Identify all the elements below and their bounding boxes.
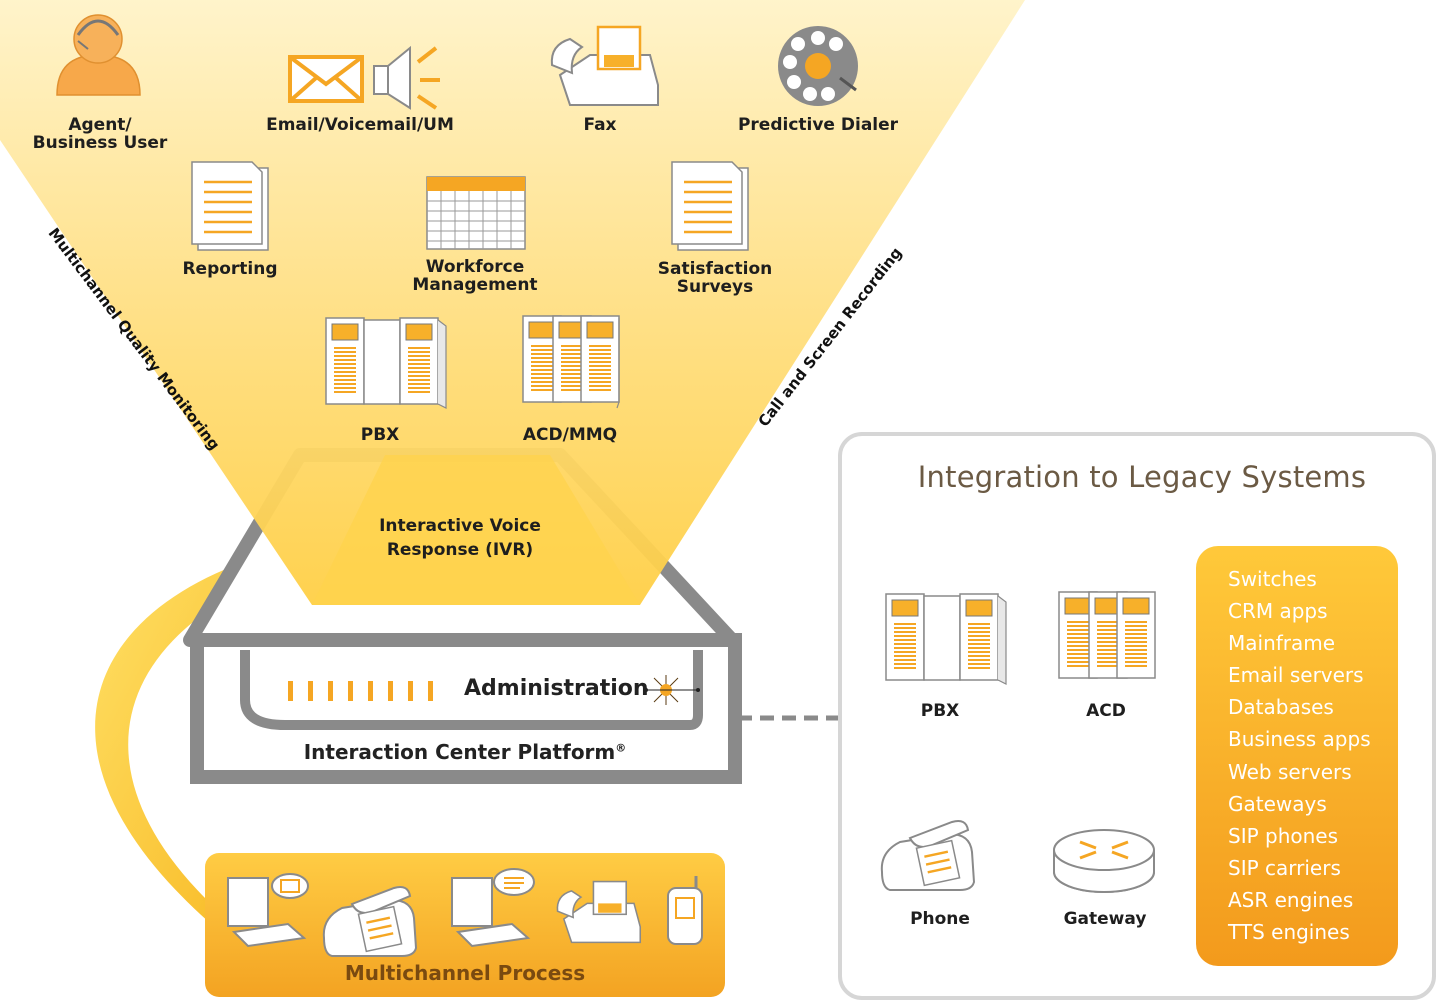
admin-label: Administration [464,676,649,701]
fax-icon [550,25,659,106]
legacy-systems-list: Switches CRM apps Mainframe Email server… [1228,563,1371,948]
list-item: SIP carriers [1228,855,1341,880]
pbx-server-icon [325,317,447,409]
fax-icon-mc [556,880,642,944]
ivr-shape [312,455,640,605]
pbx-label: PBX [360,425,400,445]
list-item: Databases [1228,695,1334,720]
multichannel-label: Multichannel Process [344,961,586,985]
legacy-gateway-icon [1053,829,1155,893]
registered-mark: ® [615,741,627,755]
list-item: Mainframe [1228,631,1336,656]
list-item: Email servers [1228,663,1364,688]
list-item: Business apps [1228,727,1371,752]
workforce-label: Workforce Management [412,257,538,295]
dialer-icon [778,26,858,106]
list-item: Web servers [1228,759,1352,784]
platform-label: Interaction Center Platform® [190,740,740,764]
surveys-label: Satisfaction Surveys [657,259,773,297]
connector-icon [643,674,700,706]
monitor-email-icon [227,873,309,948]
agent-icon [56,14,141,96]
list-item: ASR engines [1228,887,1354,912]
reporting-icon [190,160,270,252]
legacy-list-box [1196,546,1398,966]
legacy-pbx-icon [885,593,1007,685]
list-item: Switches [1228,567,1317,591]
cone [0,0,1025,605]
legacy-title: Integration to Legacy Systems [917,460,1367,494]
platform-name: Interaction Center Platform [303,740,616,764]
monitor-chat-icon [451,868,535,948]
legacy-phone-label: Phone [910,909,970,929]
mobile-icon [667,876,703,945]
fax-label: Fax [583,115,617,135]
ivr-label: Interactive Voice Response (IVR) [379,516,541,560]
speaker-icon [373,45,440,110]
swoosh-arc [95,548,300,940]
legacy-acd-icon [1058,591,1156,679]
calendar-icon [426,176,526,250]
reporting-label: Reporting [182,259,278,279]
acd-mmq-label: ACD/MMQ [522,425,618,445]
email-label: Email/Voicemail/UM [266,115,454,135]
surveys-icon [670,160,750,252]
legacy-gateway-label: Gateway [1063,909,1147,929]
agent-label: Agent/ Business User [32,115,168,153]
legacy-acd-label: ACD [1086,701,1126,721]
dialer-label: Predictive Dialer [737,115,899,135]
admin-indicator [288,681,433,701]
acd-server-icon [522,315,620,409]
list-item: Gateways [1228,791,1327,816]
email-icon [288,55,364,103]
list-item: TTS engines [1228,920,1350,945]
legacy-pbx-label: PBX [920,701,960,721]
list-item: CRM apps [1228,599,1328,624]
list-item: SIP phones [1228,823,1339,848]
